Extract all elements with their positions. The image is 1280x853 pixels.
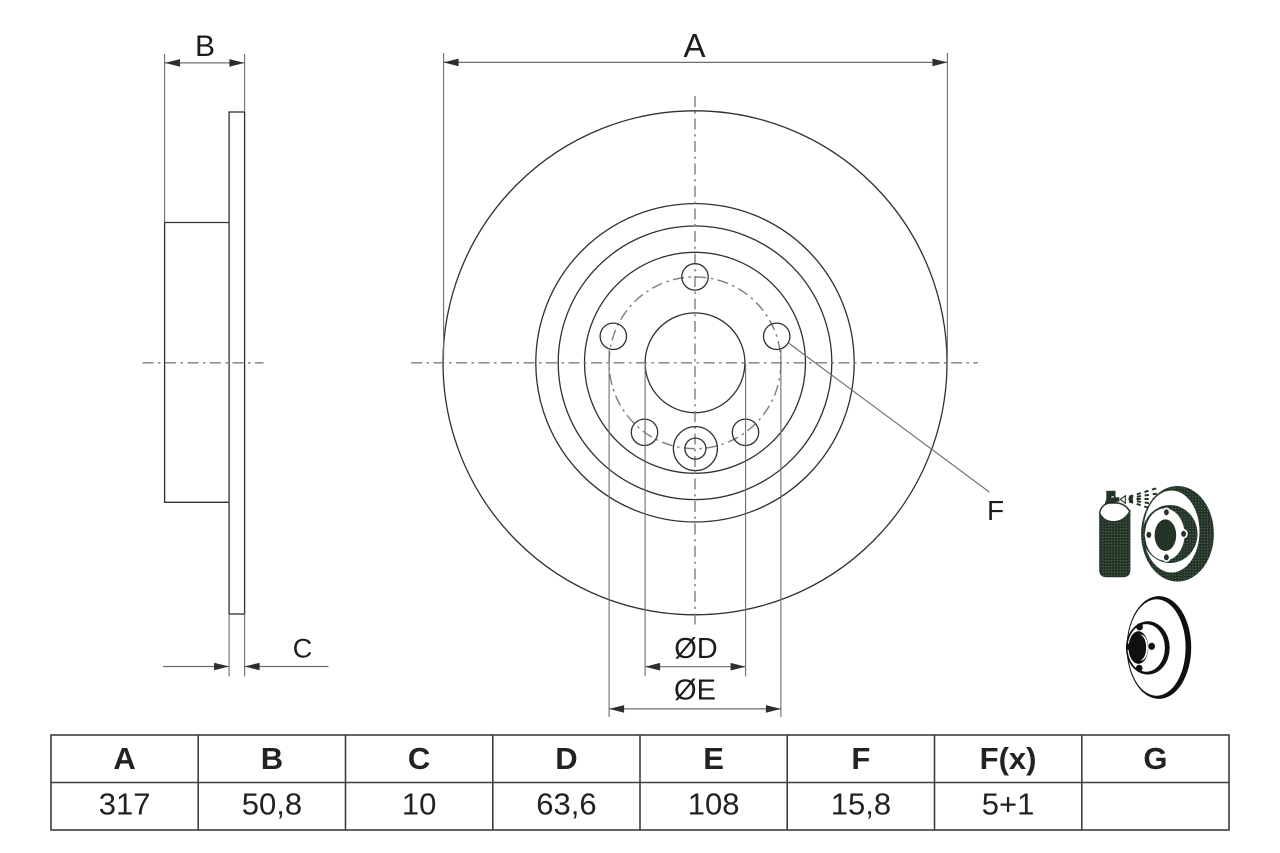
svg-text:B: B — [261, 741, 283, 776]
svg-text:10: 10 — [402, 787, 436, 822]
svg-text:50,8: 50,8 — [242, 787, 302, 822]
svg-text:F: F — [987, 495, 1004, 526]
svg-text:C: C — [408, 741, 430, 776]
svg-text:C: C — [293, 633, 313, 663]
svg-text:15,8: 15,8 — [831, 787, 891, 822]
svg-text:5+1: 5+1 — [982, 787, 1035, 822]
svg-text:ØE: ØE — [674, 675, 716, 707]
svg-text:ØD: ØD — [674, 633, 718, 665]
svg-text:G: G — [1143, 741, 1167, 776]
svg-text:F(x): F(x) — [980, 741, 1037, 776]
svg-text:A: A — [113, 741, 135, 776]
svg-text:63,6: 63,6 — [536, 787, 596, 822]
svg-text:F: F — [851, 741, 870, 776]
svg-text:D: D — [555, 741, 577, 776]
svg-text:B: B — [195, 30, 215, 63]
svg-text:A: A — [683, 27, 705, 64]
svg-text:108: 108 — [688, 787, 740, 822]
svg-text:317: 317 — [99, 787, 151, 822]
svg-text:E: E — [703, 741, 724, 776]
